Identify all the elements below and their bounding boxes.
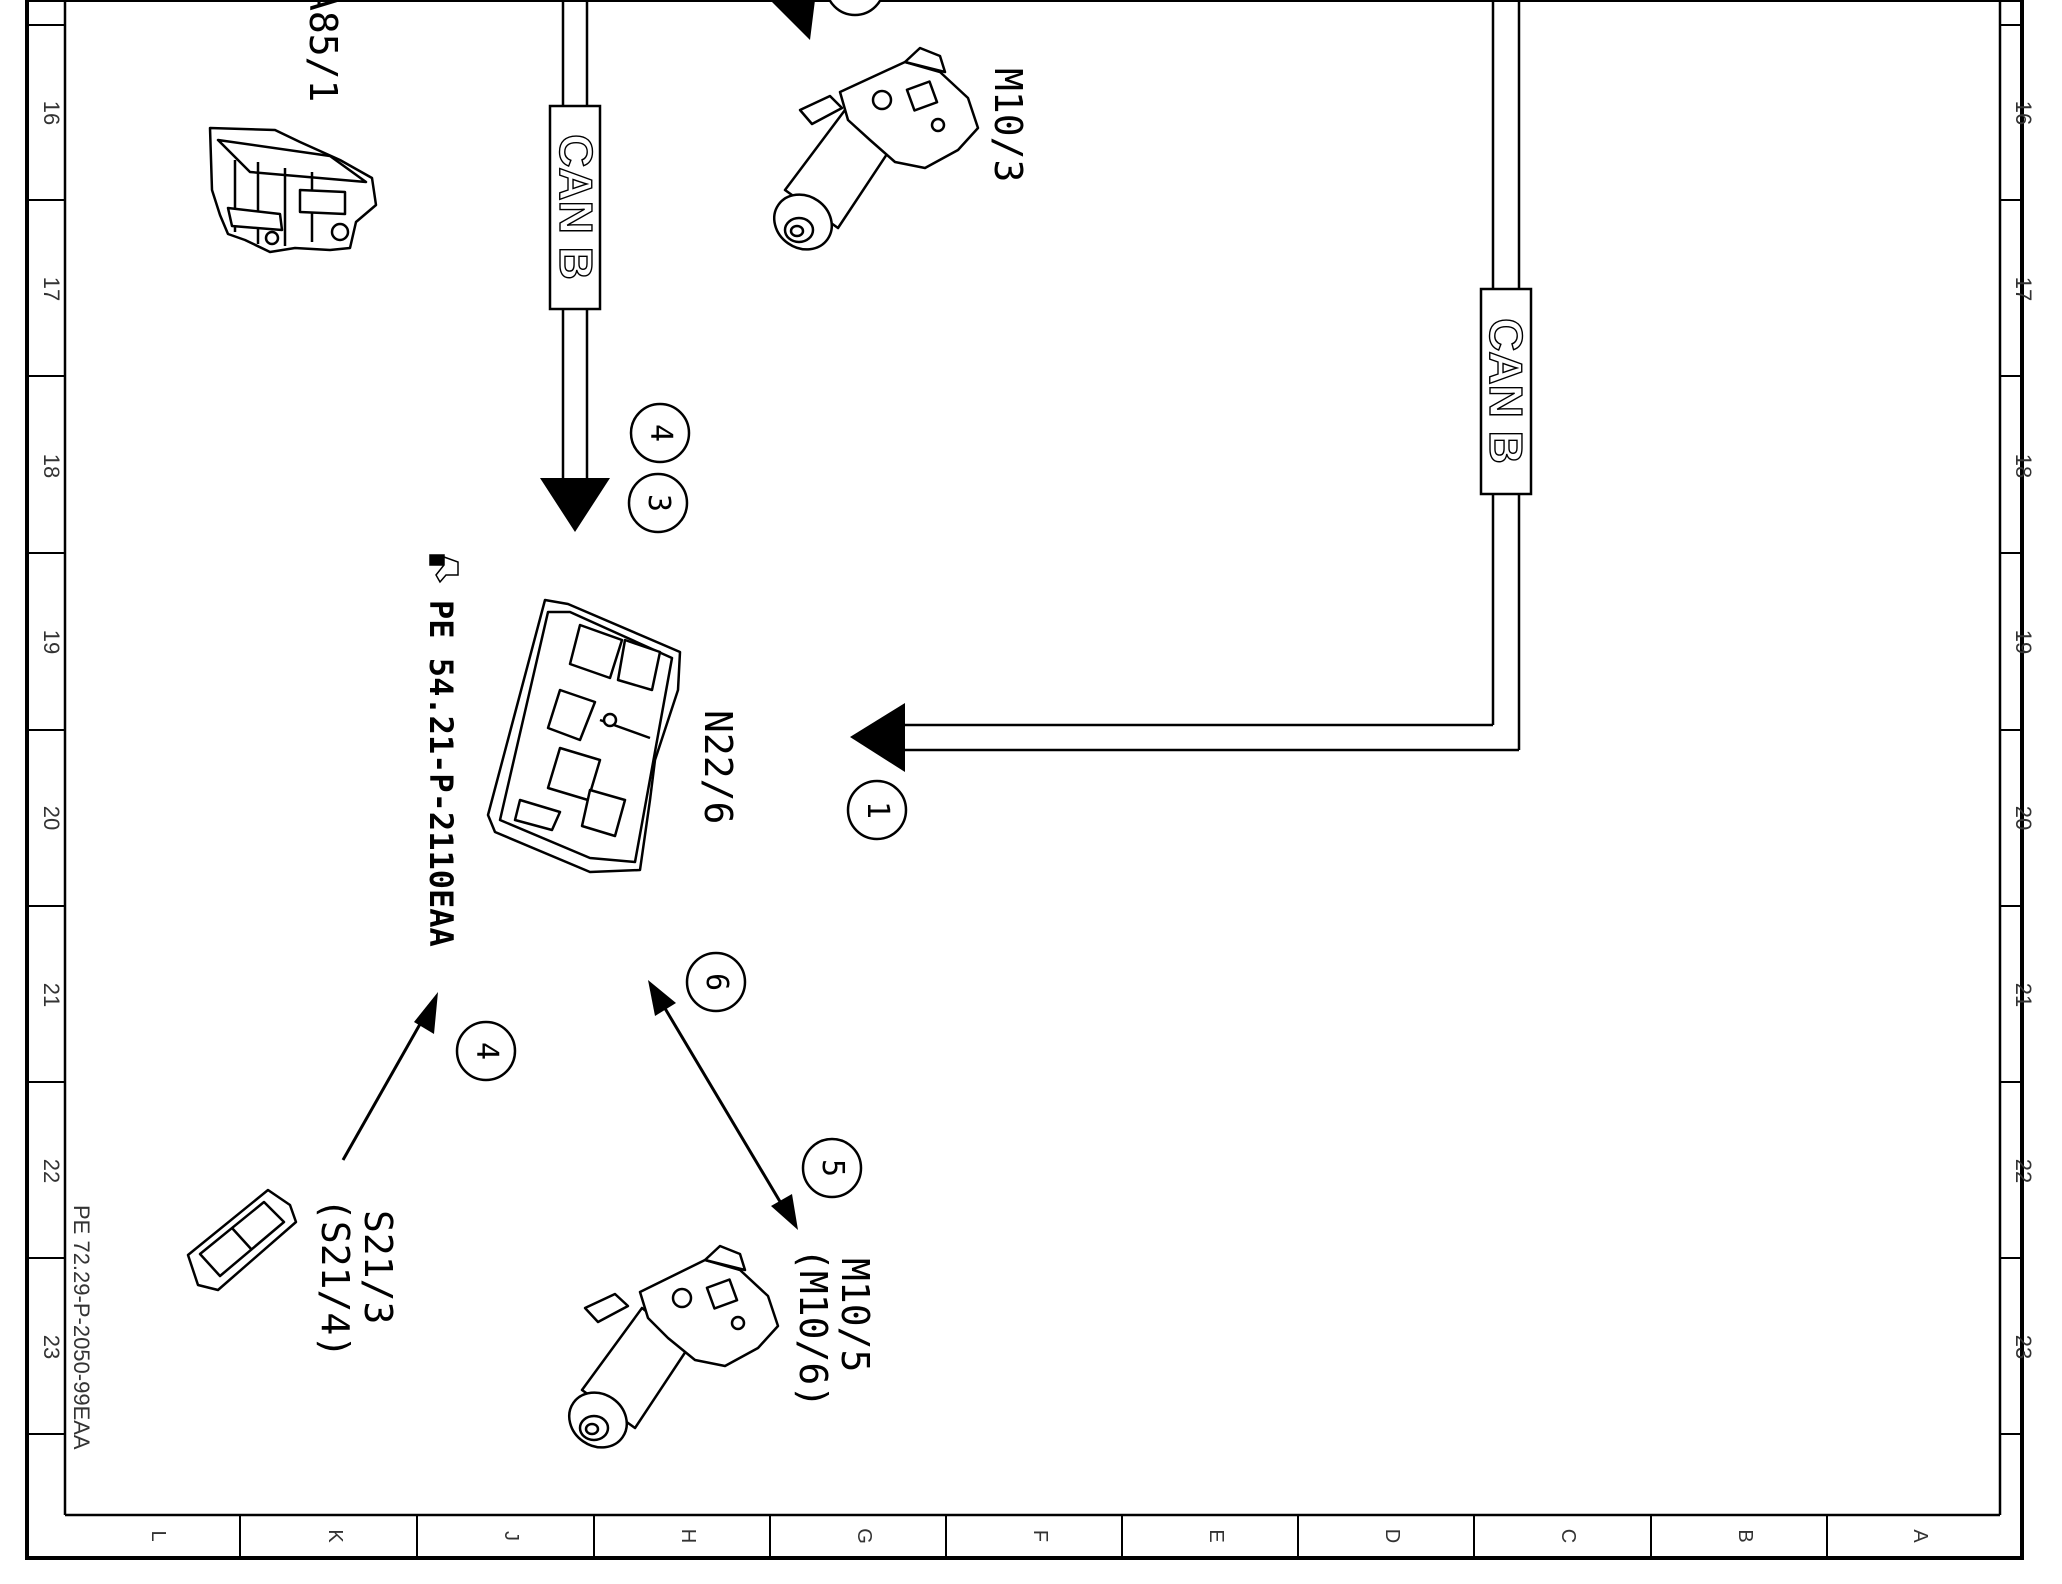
callout-circle — [629, 402, 691, 464]
row-label-left: 17 — [39, 277, 64, 301]
can-b-label: CAN B — [550, 134, 602, 280]
callout-circle — [455, 1020, 517, 1082]
m10-5-motor: M10/5 (M10/6) — [568, 1244, 877, 1449]
arrow-head-top-partial — [770, 0, 815, 40]
callout-circle — [627, 472, 689, 534]
n22-6-control-unit: N22/6 PE 54.21-P-2110EAA — [422, 554, 740, 947]
can-bus-left: CAN B — [540, 0, 610, 532]
pe-reference: PE 54.21-P-2110EAA — [422, 600, 460, 947]
column-label: J — [500, 1531, 522, 1541]
column-label: C — [1557, 1529, 1579, 1543]
s21-4-alt-label: (S21/4) — [313, 1198, 357, 1358]
callout-number: 3 — [641, 494, 676, 512]
arrow-head-down — [540, 478, 610, 532]
m10-5-label: M10/5 — [833, 1258, 877, 1372]
column-label: L — [147, 1530, 169, 1541]
column-label: G — [853, 1528, 875, 1544]
column-label: F — [1029, 1530, 1051, 1542]
column-label: K — [324, 1529, 346, 1543]
column-label: E — [1205, 1529, 1227, 1542]
m10-3-motor: M10/3 — [773, 46, 1030, 251]
s21-3-label: S21/3 — [356, 1210, 400, 1324]
row-label-left: 18 — [39, 454, 64, 478]
row-label-left: 21 — [39, 983, 64, 1007]
row-label-left: 19 — [39, 630, 64, 654]
callout-circle — [828, 0, 882, 17]
column-label: B — [1734, 1529, 1756, 1542]
s21-3-switch: S21/3 (S21/4) — [186, 1188, 400, 1358]
column-label: A — [1909, 1529, 1931, 1543]
row-label-right: 23 — [2011, 1335, 2036, 1359]
a85-1-module-icon — [208, 126, 378, 254]
row-label-right: 20 — [2011, 806, 2036, 830]
row-label-left: 16 — [39, 101, 64, 125]
callouts: 5 4 3 1 4 6 5 — [455, 0, 908, 1199]
can-b-tag — [548, 104, 602, 311]
a85-1-label: A85/1 — [301, 0, 345, 102]
row-labels: 16 17 18 19 20 21 22 23 16 17 18 19 20 2… — [39, 101, 2036, 1359]
column-ticks — [239, 1515, 1828, 1558]
column-label: H — [677, 1529, 699, 1543]
callout-number: 4 — [469, 1042, 504, 1060]
wiper-motor-icon — [568, 1244, 780, 1449]
row-label-right: 18 — [2011, 454, 2036, 478]
callout-circle — [685, 951, 747, 1013]
row-ticks — [27, 24, 2022, 1435]
row-label-right: 17 — [2011, 277, 2036, 301]
a85-1-module: A85/1 — [208, 0, 378, 254]
row-label-right: 21 — [2011, 983, 2036, 1007]
document-id: PE 72.29-P-2050-99EAA — [69, 1205, 94, 1450]
row-label-left: 23 — [39, 1335, 64, 1359]
hand-pointer-icon — [429, 554, 459, 584]
m10-3-label: M10/3 — [986, 68, 1030, 182]
row-label-right: 19 — [2011, 630, 2036, 654]
n22-m10-bidirectional-arrow — [648, 980, 798, 1230]
row-label-right: 16 — [2011, 101, 2036, 125]
can-b-label: CAN B — [1480, 318, 1532, 464]
callout-number: 1 — [860, 801, 895, 819]
m10-6-alt-label: (M10/6) — [791, 1248, 835, 1408]
callout-number: 5 — [815, 1159, 850, 1177]
callout-number: 4 — [643, 424, 678, 442]
diagram-frame — [25, 0, 2024, 1560]
column-labels: L K J H G F E D C B A — [147, 1528, 1931, 1544]
row-label-right: 22 — [2011, 1159, 2036, 1183]
row-label-left: 22 — [39, 1159, 64, 1183]
can-b-tag — [1479, 287, 1533, 496]
s21-to-n22-arrow — [341, 992, 438, 1161]
n22-6-label: N22/6 — [696, 710, 740, 824]
arrow-head-left — [850, 703, 905, 772]
callout-number: 6 — [699, 973, 734, 991]
switch-icon — [186, 1188, 298, 1292]
callout-circle — [801, 1137, 863, 1199]
wiper-motor-icon — [773, 46, 980, 251]
row-label-left: 20 — [39, 806, 64, 830]
can-bus-right: CAN B — [850, 0, 1533, 772]
column-label: D — [1381, 1529, 1403, 1543]
callout-circle — [846, 779, 908, 841]
control-unit-icon — [486, 598, 682, 874]
